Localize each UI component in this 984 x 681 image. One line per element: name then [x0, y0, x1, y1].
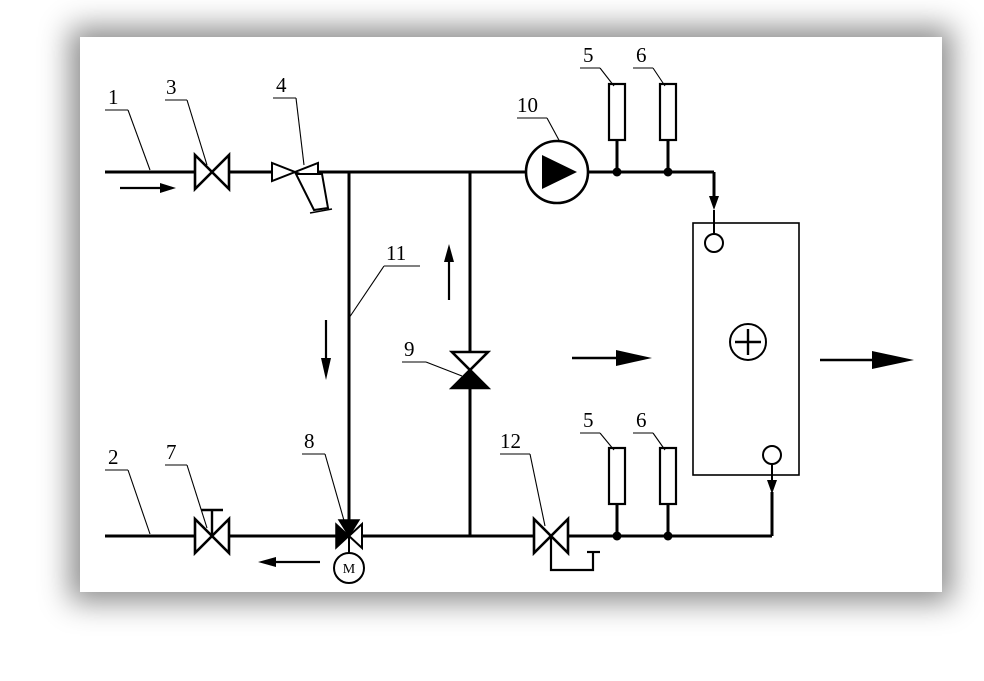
label-1: 1: [108, 85, 119, 109]
valve-icon: [193, 151, 231, 193]
motor-icon: M: [333, 552, 365, 584]
flow-arrow: [120, 183, 176, 193]
filter-icon: [271, 161, 333, 214]
flow-arrow: [444, 244, 454, 300]
label-3: 3: [166, 75, 177, 99]
label-5-top: 5: [583, 43, 594, 67]
label-12: 12: [500, 429, 521, 453]
label-8: 8: [304, 429, 315, 453]
gauge-icon: [607, 82, 627, 172]
label-4: 4: [276, 73, 287, 97]
inlet-arrow: [709, 196, 719, 234]
label-7: 7: [166, 440, 177, 464]
component-labels: 1 3 4 10 5 6 11 9 2 7 8 12 5 6: [108, 43, 647, 469]
flow-arrow: [572, 350, 652, 366]
valve-icon: [532, 515, 600, 572]
gauge-icon: [658, 446, 678, 536]
outlet-arrow: [767, 464, 777, 494]
label-2: 2: [108, 445, 119, 469]
check-valve-icon: [448, 350, 492, 390]
label-5-bottom: 5: [583, 408, 594, 432]
flow-arrow: [258, 557, 320, 567]
heater-icon: [692, 222, 800, 476]
label-11: 11: [386, 241, 406, 265]
label-6-top: 6: [636, 43, 647, 67]
pump-icon: [524, 139, 590, 205]
leader-lines: [105, 67, 666, 535]
three-way-valve-icon: [335, 519, 363, 554]
supply-line: [105, 170, 716, 198]
flow-arrow: [820, 351, 914, 369]
label-6-bottom: 6: [636, 408, 647, 432]
flow-arrow: [321, 320, 331, 380]
label-10: 10: [517, 93, 538, 117]
label-9: 9: [404, 337, 415, 361]
gauge-icon: [607, 446, 627, 536]
gauge-icon: [658, 82, 678, 172]
valve-icon: [193, 508, 231, 557]
motor-label: M: [343, 562, 356, 577]
